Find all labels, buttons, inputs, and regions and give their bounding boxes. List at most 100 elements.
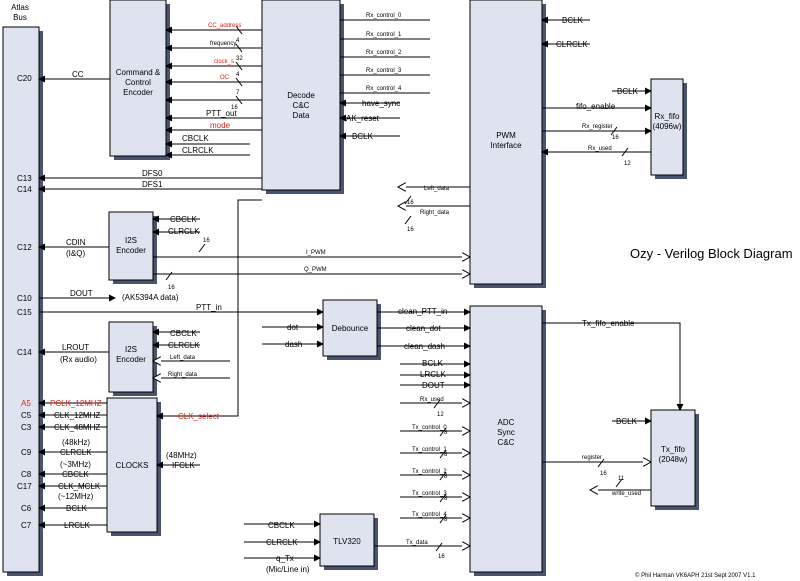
rx-control-3: Rx_control_3 xyxy=(366,68,402,74)
bus-pin-7: A5 xyxy=(21,399,31,408)
pclk-signal: PCLK_12MHZ xyxy=(50,399,102,408)
i2s-right-data: Right_data xyxy=(168,372,198,378)
i2s-bottom-cbclk: CBCLK xyxy=(170,329,197,338)
rx-audio-signal: (Rx audio) xyxy=(60,355,97,364)
rxfifo-bclk-signal: BCLK xyxy=(617,87,639,96)
tlv320-label: TLV320 xyxy=(333,537,361,546)
bus-pin-1: C13 xyxy=(17,174,32,183)
lrout-signal: LROUT xyxy=(62,343,89,352)
bus-pin-12: C17 xyxy=(17,482,32,491)
dash-signal: dash xyxy=(285,340,302,349)
decode-block xyxy=(261,0,344,194)
register-signal: register xyxy=(582,455,602,461)
have-sync-signal: have_sync xyxy=(362,99,400,108)
pwm-clrclk-signal: CLRCLK xyxy=(556,40,588,49)
txfifo-bclk-signal: BCLK xyxy=(616,417,638,426)
rx-control-4: Rx_control_4 xyxy=(366,86,402,92)
oc-signal: OC xyxy=(220,75,230,81)
bus-width-14: 8 xyxy=(444,474,448,480)
clocks-clrclk: CLRCLK xyxy=(60,448,92,457)
ptt-out-signal: PTT_out xyxy=(206,109,237,118)
right-data-signal: Right_data xyxy=(420,210,450,216)
adc-rx-used: Rx_used xyxy=(420,397,444,403)
bus-pin-8: C5 xyxy=(21,411,32,420)
bus-width-1: 32 xyxy=(236,56,243,62)
i2s-bottom-block xyxy=(108,321,157,396)
clocks-bclk: BCLK xyxy=(66,504,88,513)
mhz48-note: (48MHz) xyxy=(166,451,197,460)
rx-control-1: Rx_control_1 xyxy=(366,32,402,38)
diagram-labels: Ozy - Verilog Block Diagram© Phil Harman… xyxy=(11,3,792,579)
tx-control-3: Tx_control_3 xyxy=(412,491,447,497)
i2s-left-data: Left_data xyxy=(170,355,196,361)
i2s-top-clrclk: CLRCLK xyxy=(168,227,200,236)
rx-fifo-label: Rx_fifo(4096w) xyxy=(653,112,682,131)
bus-width-4: 16 xyxy=(231,105,238,111)
bus-pin-4: C10 xyxy=(17,294,32,303)
left-data-signal: Left_data xyxy=(424,186,450,192)
q-pwm-signal: Q_PWM xyxy=(304,267,327,273)
tx-fifo-enable-signal: Tx_fifo_enable xyxy=(582,319,635,328)
bus-pin-9: C3 xyxy=(21,423,32,432)
bus-pin-3: C12 xyxy=(17,243,32,252)
bus-pin-13: C6 xyxy=(21,504,32,513)
cc-address-signal: CC_address xyxy=(208,23,241,29)
bus-pin-6: C14 xyxy=(17,348,32,357)
tlv320-block xyxy=(319,513,378,570)
bus-width-9: 16 xyxy=(203,238,210,244)
rx-register-signal: Rx_register xyxy=(582,124,613,130)
pwm-block xyxy=(469,0,546,288)
bus-width-17: 16 xyxy=(438,554,445,560)
debounce-block xyxy=(322,299,381,360)
tlv-cbclk-signal: CBCLK xyxy=(268,521,295,530)
bus-width-12: 8 xyxy=(444,430,448,436)
ak-data-signal: (AK5394A data) xyxy=(122,293,179,302)
adc-dout-signal: DOUT xyxy=(422,381,445,390)
q-tx-signal: q_Tx xyxy=(276,554,294,563)
mhz12-note: (~12MHz) xyxy=(58,492,94,501)
clk-mclk-signal: CLK_MCLK xyxy=(58,482,101,491)
i2s-top-cbclk: CBCLK xyxy=(170,215,197,224)
clk-48-signal: CLK_48MHZ xyxy=(54,423,100,432)
bus-width-0: 4 xyxy=(236,38,240,44)
decode-bclk-signal: BCLK xyxy=(352,132,374,141)
rx-fifo-block xyxy=(650,78,687,179)
tx-data-signal: Tx_data xyxy=(406,540,428,546)
cc-cbclk-signal: CBCLK xyxy=(182,134,209,143)
pwm-bclk-signal: BCLK xyxy=(562,16,584,25)
clocks-lrclk: LRCLK xyxy=(64,521,90,530)
copyright-note: © Phil Harman VK6APH 21st Sept 2007 V1.1 xyxy=(635,572,756,579)
adc-block xyxy=(469,305,546,576)
bus-pin-10: C9 xyxy=(21,448,32,457)
bus-width-5: 16 xyxy=(612,135,619,141)
clean-dot-signal: clean_dot xyxy=(406,324,441,333)
frequency-signal: frequency xyxy=(210,41,236,47)
clocks-cbclk: CBCLK xyxy=(62,470,89,479)
mhz3-note: (~3MHz) xyxy=(60,460,91,469)
dot-signal: dot xyxy=(287,323,299,332)
ak-reset-signal: AK_reset xyxy=(346,114,380,123)
cdin-signal: CDIN xyxy=(66,238,86,247)
clocks-label: CLOCKS xyxy=(116,461,149,470)
rx-control-2: Rx_control_2 xyxy=(366,50,402,56)
dout-signal: DOUT xyxy=(70,289,93,298)
cc-signal: CC xyxy=(72,70,84,79)
cc-encoder-block xyxy=(109,0,170,160)
bus-width-10: 16 xyxy=(168,285,175,291)
bus-width-19: 11 xyxy=(618,476,625,482)
rx-control-0: Rx_control_0 xyxy=(366,13,402,19)
tx-fifo-label: Tx_fifo(2048w) xyxy=(659,445,688,464)
bus-pin-5: C15 xyxy=(17,308,32,317)
tlv-clrclk-signal: CLRCLK xyxy=(266,538,298,547)
tx-control-2: Tx_control_2 xyxy=(412,469,447,475)
adc-lrclk-signal: LRCLK xyxy=(420,370,446,379)
cc-clrclk-signal: CLRCLK xyxy=(182,146,214,155)
i2s-top-block xyxy=(108,211,157,284)
wires xyxy=(38,16,684,562)
clk-12-signal: CLK_12MHZ xyxy=(54,411,100,420)
clk-select-signal: CLK_select xyxy=(178,412,220,421)
clocks-block xyxy=(106,397,161,536)
clean-ptt-signal: clean_PTT_in xyxy=(398,307,447,316)
